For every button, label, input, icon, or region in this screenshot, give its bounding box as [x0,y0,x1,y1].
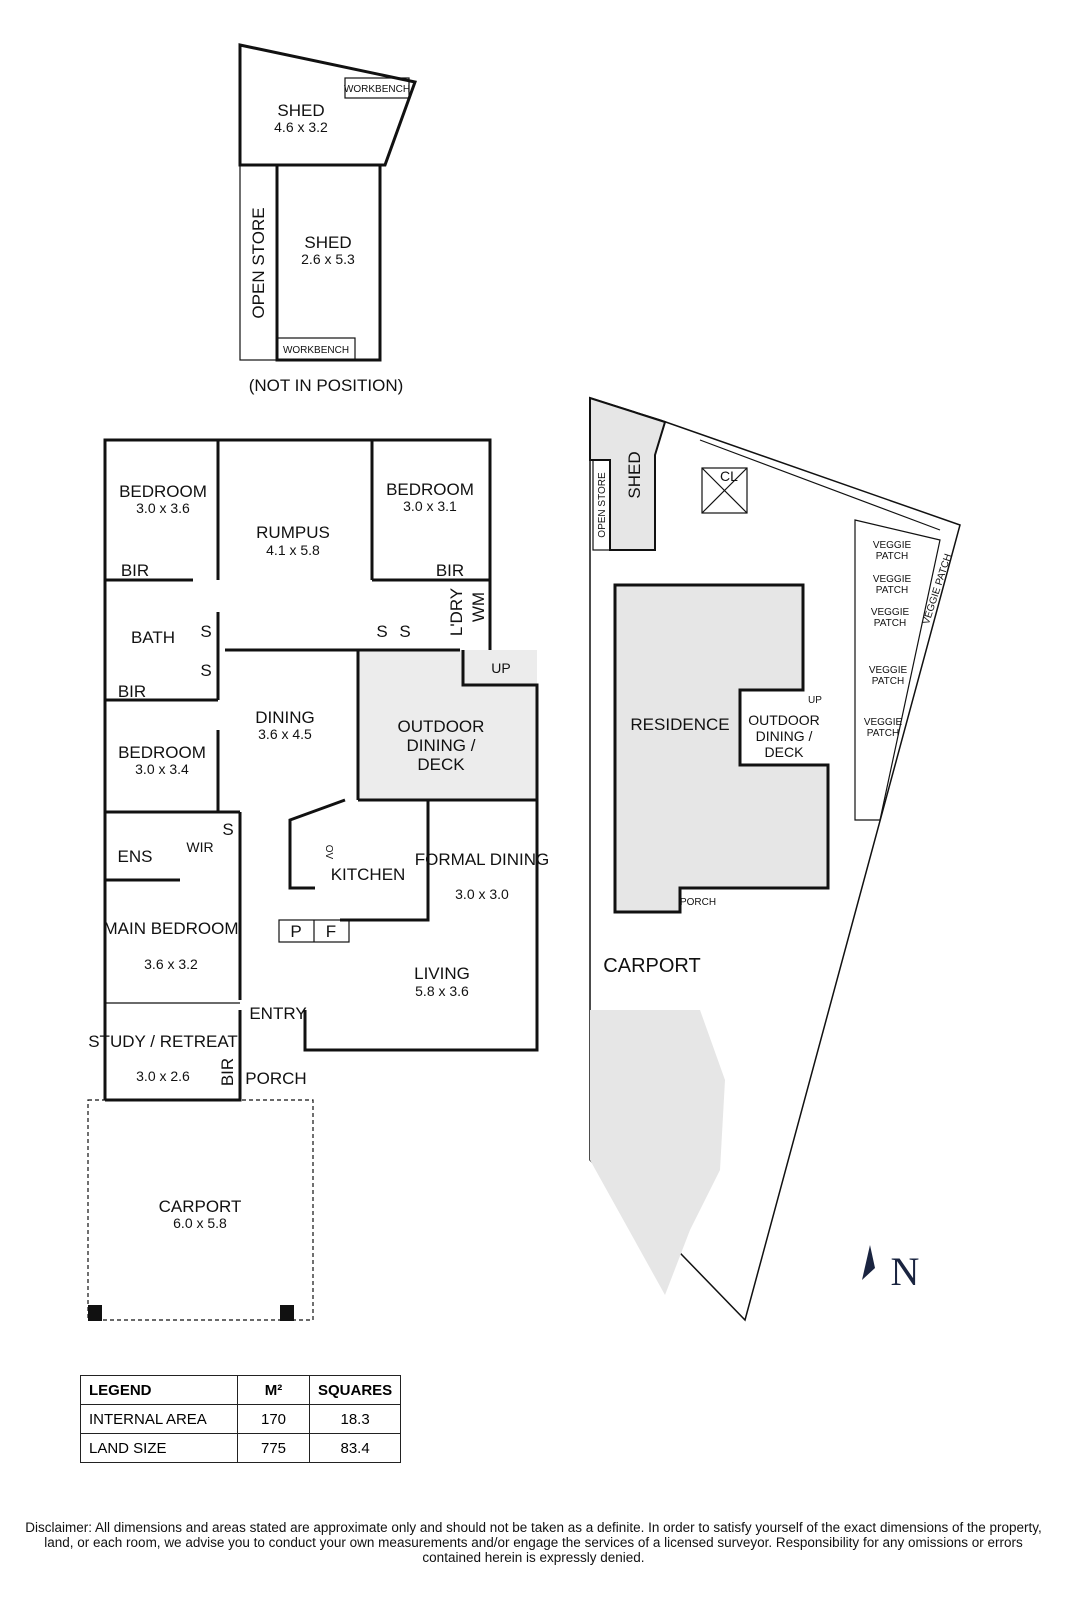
ensuite-label: ENS [118,847,153,866]
oven-label: OV [323,845,334,860]
washing-machine-label: WM [469,592,488,622]
room-dims: 3.0 x 3.0 [455,886,509,902]
up-label: UP [491,660,510,676]
site-outdoor-label: OUTDOOR [748,712,820,728]
room-label: LIVING [414,964,470,983]
site-open-store-label: OPEN STORE [597,472,608,538]
open-store-label: OPEN STORE [249,207,268,318]
room-label: BEDROOM [386,480,474,499]
house-floor-plan: BEDROOM 3.0 x 3.6 RUMPUS 4.1 x 5.8 BEDRO… [87,438,549,1321]
veggie-label: PATCH [876,551,908,562]
veggie-label: VEGGIE [871,607,910,618]
shed-label: SHED [304,233,351,252]
legend-header: M² [237,1375,310,1405]
storage-label: S [222,820,233,839]
site-up-label: UP [808,695,822,706]
outdoor-deck-label: DECK [417,755,465,774]
room-dims: 3.0 x 3.1 [403,498,457,514]
storage-label: S [200,622,211,641]
veggie-label: VEGGIE PATCH [921,553,954,626]
laundry-label: L'DRY [447,588,466,636]
room-dims: 3.6 x 4.5 [258,726,312,742]
clothesline-label: CL [720,468,738,484]
site-carport-label: CARPORT [603,955,700,977]
storage-label: S [200,661,211,680]
site-outdoor-label: DECK [765,744,805,760]
bath-label: BATH [131,628,175,647]
legend-cell: INTERNAL AREA [80,1404,238,1434]
legend-cell: 775 [237,1433,310,1463]
room-dims: 6.0 x 5.8 [173,1215,227,1231]
porch-label: PORCH [245,1069,306,1088]
pantry-label: P [290,922,301,941]
veggie-label: PATCH [872,676,904,687]
wir-label: WIR [186,839,213,855]
site-porch-label: PORCH [680,897,716,908]
storage-label: S [399,622,410,641]
legend-cell: 170 [237,1404,310,1434]
room-label: CARPORT [159,1197,242,1216]
veggie-label: PATCH [874,618,906,629]
room-label: BEDROOM [118,743,206,762]
north-arrow: N [862,1245,919,1294]
outdoor-deck-label: OUTDOOR [398,717,485,736]
storage-label: S [376,622,387,641]
bir-label: BIR [436,561,464,580]
residence-label: RESIDENCE [630,715,729,734]
veggie-label: PATCH [867,728,899,739]
site-outdoor-label: DINING / [756,728,813,744]
veggie-label: VEGGIE [873,540,912,551]
veggie-label: PATCH [876,585,908,596]
room-dims: 3.0 x 3.4 [135,761,189,777]
north-label: N [891,1249,920,1294]
fridge-label: F [326,922,336,941]
shed-label: SHED [277,101,324,120]
outdoor-deck-label: DINING / [407,736,476,755]
not-in-position-note: (NOT IN POSITION) [249,376,404,395]
room-label: STUDY / RETREAT [88,1032,238,1051]
workbench-label: WORKBENCH [283,345,349,356]
veggie-label: VEGGIE [869,665,908,676]
legend-cell: LAND SIZE [80,1433,238,1463]
room-label: MAIN BEDROOM [103,919,238,938]
room-dims: 4.1 x 5.8 [266,542,320,558]
room-label: RUMPUS [256,523,330,542]
room-label: KITCHEN [331,865,406,884]
room-dims: 5.8 x 3.6 [415,983,469,999]
room-label: BEDROOM [119,482,207,501]
disclaimer-text: Disclaimer: All dimensions and areas sta… [25,1520,1042,1565]
room-dims: 3.0 x 3.6 [136,500,190,516]
legend-header: SQUARES [308,1375,402,1405]
site-plan: SHED OPEN STORE CL RESIDENCE OUTDOOR DIN… [589,396,961,1322]
site-shed-label: SHED [625,451,644,498]
room-dims: 3.6 x 3.2 [144,956,198,972]
bir-label: BIR [121,561,149,580]
veggie-label: VEGGIE [873,574,912,585]
veggie-label: VEGGIE [864,717,903,728]
north-arrow-icon [862,1245,875,1280]
legend-header: LEGEND [80,1375,238,1405]
shed-dims: 2.6 x 5.3 [301,251,355,267]
workbench-label: WORKBENCH [344,84,410,95]
room-label: DINING [255,708,315,727]
legend-cell: 83.4 [308,1433,402,1463]
room-dims: 3.0 x 2.6 [136,1068,190,1084]
legend-cell: 18.3 [308,1404,402,1434]
room-label: FORMAL DINING [415,850,549,869]
bir-label: BIR [218,1058,237,1086]
entry-label: ENTRY [249,1004,306,1023]
shed-plan: WORKBENCH WORKBENCH SHED 4.6 x 3.2 SHED … [238,43,417,395]
bir-label: BIR [118,682,146,701]
shed-dims: 4.6 x 3.2 [274,119,328,135]
